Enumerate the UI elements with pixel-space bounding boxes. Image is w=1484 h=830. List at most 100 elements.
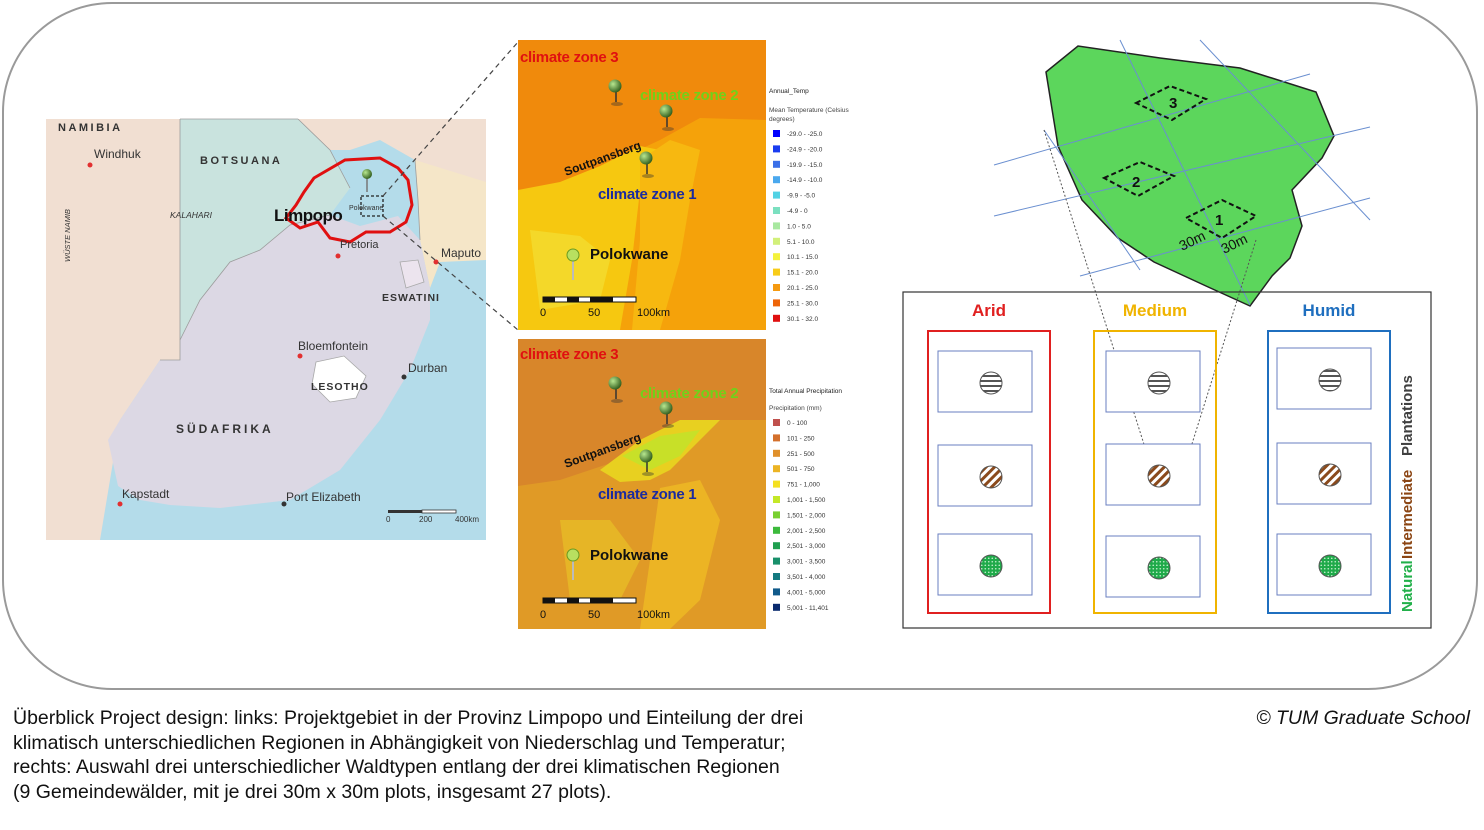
precip-legend-swatch (773, 557, 780, 565)
precip-legend-label: 501 - 750 (787, 466, 815, 473)
precip-legend-swatch (773, 465, 780, 473)
caption-line: klimatisch unterschiedlichen Regionen in… (13, 731, 786, 754)
city-polokwane: Polokwane (349, 205, 383, 212)
figure-canvas: NAMIBIA BOTSUANA SÜDAFRIKA LESOTHO ESWAT… (46, 39, 1432, 629)
precip-zone-moist (640, 480, 720, 629)
precip-legend-label: 4,001 - 5,000 (787, 589, 826, 596)
precip-legend-label: 3,001 - 3,500 (787, 559, 826, 566)
temp-legend-label: 30.1 - 32.0 (787, 316, 818, 323)
precip-legend-label: 751 - 1,000 (787, 482, 820, 489)
plot-1-label: 1 (1215, 212, 1223, 229)
temp-legend-label: 15.1 - 20.0 (787, 270, 818, 277)
temp-legend-swatch (773, 222, 780, 230)
temp-legend-label: -4.9 - 0 (787, 208, 808, 215)
map-scale-bar: 0 200 400km (386, 509, 479, 524)
label-lesotho: LESOTHO (311, 381, 369, 393)
svg-text:50: 50 (588, 307, 600, 319)
temp-legend-label: 10.1 - 15.0 (787, 254, 818, 261)
namibia-land (46, 119, 180, 540)
precip-legend-swatch (773, 419, 780, 426)
design-outer-box (902, 291, 1432, 629)
temp-legend-subtitle: Mean Temperature (Celsius (769, 107, 849, 114)
eswatini-land (399, 259, 425, 289)
temperature-map: climate zone 3 climate zone 2 climate zo… (518, 40, 766, 330)
temp-legend-label: -9.9 - -5.0 (787, 193, 816, 200)
city-dot (433, 259, 439, 265)
temp-legend-label: -24.9 - -20.0 (787, 146, 823, 153)
study-area-box (360, 195, 384, 217)
city-dot (117, 501, 123, 507)
south-africa-land (108, 215, 430, 508)
row-label-natural: Natural (1399, 560, 1416, 612)
svg-text:100km: 100km (637, 307, 670, 319)
row-label-intermediate: Intermediate (1399, 470, 1416, 559)
svg-text:50: 50 (588, 609, 600, 621)
precip-legend-label: 3,501 - 4,000 (787, 574, 826, 581)
temp-legend-swatch (773, 207, 780, 214)
temp-legend-swatch (773, 253, 780, 261)
svg-text:0: 0 (386, 515, 391, 524)
caption-line: rechts: Auswahl drei unterschiedlicher W… (13, 756, 780, 778)
precipitation-map: climate zone 3 climate zone 2 climate zo… (518, 339, 766, 629)
city-dot (281, 501, 287, 507)
precip-legend-swatch (773, 480, 780, 488)
rounded-frame (2, 2, 1478, 690)
temp-legend-swatch (773, 145, 780, 153)
precip-legend-label: 1,001 - 1,500 (787, 497, 826, 504)
temp-legend-swatch (773, 130, 780, 137)
city-dot (87, 162, 93, 168)
temp-zone-cool (530, 230, 610, 310)
caption-line: Überblick Project design: links: Projekt… (13, 707, 804, 729)
precip-scale-bar: 0 50 100km (540, 597, 670, 621)
precip-zone2-label: climate zone 2 (640, 385, 738, 402)
lesotho-land (311, 355, 367, 403)
figure-caption: Überblick Project design: links: Projekt… (13, 706, 993, 804)
precip-legend-swatch (773, 449, 780, 457)
column-label: Medium (1123, 301, 1187, 320)
precip-legend-swatch (773, 588, 780, 596)
climate-column-0 (927, 330, 1051, 614)
temp-zone2-label: climate zone 2 (640, 87, 738, 104)
plantation-plot-icon (979, 371, 1003, 395)
natural-plot-icon (1318, 554, 1342, 578)
column-label: Humid (1303, 301, 1356, 320)
temp-legend-label: 1.0 - 5.0 (787, 223, 811, 230)
city-bloemfontein: Bloemfontein (298, 339, 368, 353)
mozambique-land (415, 160, 486, 288)
label-eswatini: ESWATINI (382, 292, 440, 304)
temp-scale-bar: 0 50 100km (540, 296, 670, 319)
temp-legend-swatch (773, 176, 780, 184)
plantation-plot-icon (1147, 371, 1171, 395)
precip-legend-label: 1,501 - 2,000 (787, 512, 826, 519)
svg-text:100km: 100km (637, 609, 670, 621)
temp-legend-title: Annual_Temp (769, 88, 809, 95)
label-wueste-namib: WÜSTE NAMIB (63, 209, 72, 262)
city-kapstadt: Kapstadt (122, 487, 170, 501)
temp-zone3-label: climate zone 3 (520, 49, 618, 66)
city-dot (297, 353, 303, 359)
temp-legend-label: -19.9 - -15.0 (787, 162, 823, 169)
precip-legend-label: 251 - 500 (787, 451, 815, 458)
borders (160, 118, 421, 361)
temp-legend-subtitle: degrees) (769, 116, 795, 123)
temp-legend-swatch (773, 160, 780, 168)
temp-legend-swatch (773, 284, 780, 291)
label-limpopo: Limpopo (274, 206, 342, 225)
precip-legend-title: Total Annual Precipitation (769, 388, 842, 395)
svg-text:0: 0 (540, 307, 546, 319)
row-label-plantations: Plantations (1399, 375, 1416, 456)
climate-column-2 (1267, 330, 1391, 614)
plot-3-label: 3 (1169, 95, 1177, 112)
pin-icon (608, 79, 623, 106)
temp-legend-label: 5.1 - 10.0 (787, 239, 815, 246)
precip-zone-moist2 (560, 520, 640, 600)
city-durban: Durban (408, 361, 447, 375)
natural-plot-icon (979, 554, 1003, 578)
precip-legend-subtitle: Precipitation (mm) (769, 405, 822, 412)
precip-zone3-label: climate zone 3 (520, 346, 618, 363)
svg-text:0: 0 (540, 609, 546, 621)
label-namibia: NAMIBIA (58, 122, 123, 134)
precip-zone-dry (518, 339, 766, 486)
temp-legend-swatch (773, 299, 780, 307)
label-suedafrika: SÜDAFRIKA (176, 421, 274, 436)
